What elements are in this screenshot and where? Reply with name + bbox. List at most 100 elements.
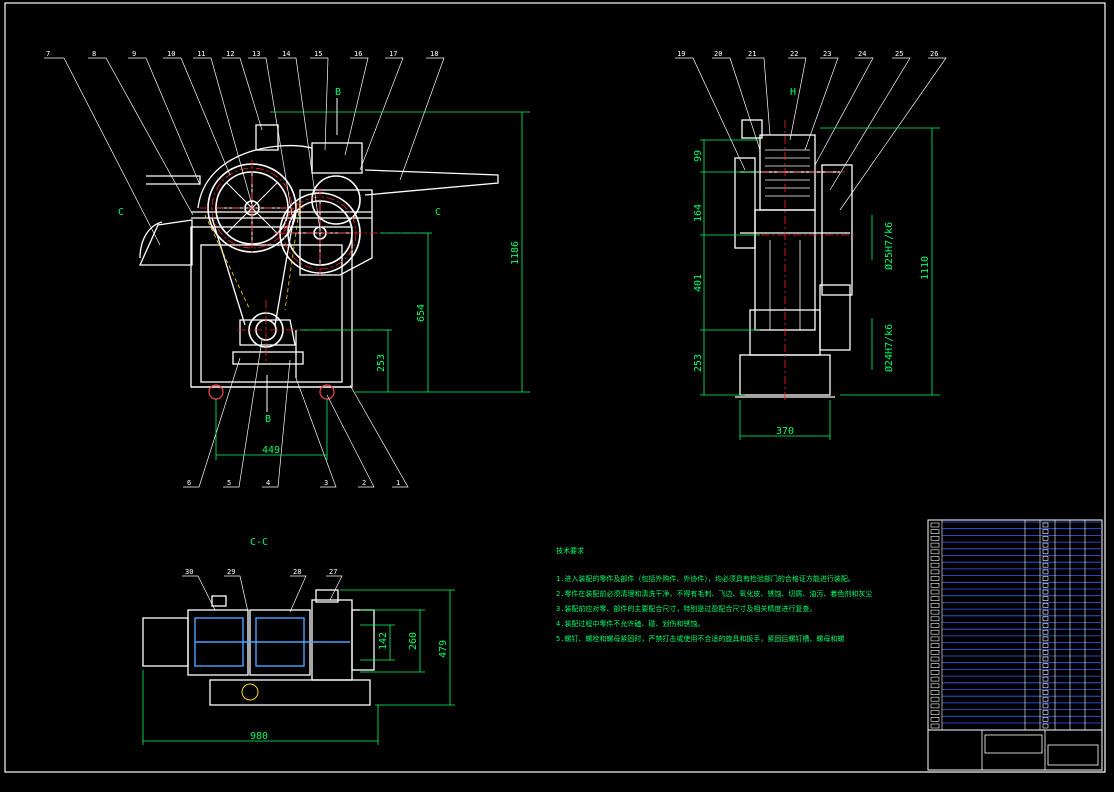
bom-index-cell — [930, 616, 940, 622]
part-number: 15 — [314, 50, 322, 58]
part-number: 24 — [858, 50, 866, 58]
side-right-guard — [821, 164, 853, 296]
leader — [675, 57, 746, 171]
section-mark: B — [335, 87, 341, 98]
bom-qty-cell — [1042, 582, 1049, 588]
bom-qty-cell — [1042, 723, 1049, 729]
leader — [182, 575, 216, 611]
leader — [814, 57, 874, 166]
part-number: 16 — [354, 50, 362, 58]
part-number: 21 — [748, 50, 756, 58]
dim-overall-height: 1186 — [510, 241, 521, 265]
hidden-line — [204, 214, 251, 311]
main-frame — [190, 226, 353, 388]
dim-sec-d1: 142 — [378, 632, 389, 650]
bom-index-cell — [930, 623, 940, 628]
side-dims — [700, 127, 940, 440]
bom-qty-cell — [1042, 683, 1049, 689]
dim-d4: 253 — [693, 354, 704, 372]
part-number: 5 — [227, 479, 231, 487]
bom-index-cell — [930, 596, 940, 602]
part-number: 26 — [930, 50, 938, 58]
dim-width: 370 — [776, 426, 794, 437]
dim-sec-d2: 260 — [408, 632, 419, 650]
dim-sec-d3: 479 — [438, 640, 449, 658]
part-number: 9 — [132, 50, 136, 58]
bom-qty-cell — [1042, 569, 1049, 575]
part-number: 13 — [252, 50, 260, 58]
leader — [829, 57, 911, 191]
part-number: 7 — [46, 50, 50, 58]
bom-qty-cell — [1042, 649, 1049, 655]
leader — [224, 575, 249, 613]
section-line-b — [266, 98, 338, 412]
leader — [310, 57, 329, 151]
upper-pulley — [311, 175, 361, 225]
tech-note-line: 3.装配前应对零、部件的主要配合尺寸，特别是过盈配合尺寸及相关精度进行复查。 — [556, 604, 816, 613]
section-right-end — [351, 609, 375, 671]
bom-qty-cell — [1042, 623, 1049, 628]
leader — [183, 357, 241, 488]
bom-qty-cell — [1042, 529, 1049, 535]
dim-d2: 164 — [693, 204, 704, 222]
side-handle — [741, 119, 763, 139]
leader — [88, 57, 194, 216]
bom-qty-cell — [1042, 589, 1049, 595]
bom-index-cell — [930, 522, 940, 528]
leader — [44, 57, 161, 246]
bom-index-cell — [930, 542, 940, 548]
bom-qty-cell — [1042, 629, 1049, 635]
section-view — [142, 589, 375, 706]
leader — [712, 57, 761, 151]
drum-cover — [197, 145, 313, 209]
part-number: 4 — [266, 479, 270, 487]
part-number: 17 — [389, 50, 397, 58]
dim-d1: 99 — [693, 150, 704, 162]
section-title: C-C — [250, 537, 268, 548]
leader — [804, 57, 839, 151]
pitch-circle — [283, 196, 357, 270]
bom-index-cell — [930, 556, 940, 561]
bom-qty-cell — [1042, 542, 1049, 548]
leader — [839, 57, 947, 211]
section-mark: B — [265, 414, 271, 425]
feed-table — [146, 175, 201, 185]
side-centerlines — [745, 120, 855, 400]
part-number: 8 — [92, 50, 96, 58]
bom-qty-cell — [1042, 636, 1049, 642]
section-hatch — [194, 617, 350, 667]
upper-bracket — [311, 142, 363, 174]
motor-base — [232, 351, 304, 365]
bom-qty-cell — [1042, 556, 1049, 561]
leader — [349, 384, 409, 488]
part-number: 11 — [197, 50, 205, 58]
side-gears — [765, 149, 810, 330]
discharge-chute — [364, 169, 499, 196]
section-right-block — [311, 599, 353, 681]
section-bottom — [209, 679, 371, 706]
part-number: 20 — [714, 50, 722, 58]
bom-qty-cell — [1042, 696, 1049, 702]
leader — [359, 57, 404, 171]
tech-note-line: 5.螺钉、螺栓和螺母紧固时，严禁打击或使用不合适的旋具和扳手，紧固后螺钉槽、螺母… — [556, 634, 844, 643]
section-mark: C — [118, 207, 124, 218]
leader — [128, 57, 201, 186]
bom-index-cell — [930, 696, 940, 702]
dim-mid-height: 654 — [416, 304, 427, 322]
title-block-cell — [1047, 744, 1099, 766]
leader — [262, 359, 291, 488]
leader — [163, 57, 231, 176]
bom-index-cell — [930, 609, 940, 615]
bom-index-cell — [930, 683, 940, 689]
bom-qty-cell — [1042, 676, 1049, 682]
bom-index-cell — [930, 589, 940, 595]
front-leaders-bottom — [183, 339, 409, 488]
bom-index-cell — [930, 670, 940, 675]
bom-qty-cell — [1042, 562, 1049, 568]
bom-index-cell — [930, 656, 940, 662]
bom-rows — [930, 521, 1102, 729]
dim-d3: 401 — [693, 274, 704, 292]
leader — [223, 339, 263, 488]
